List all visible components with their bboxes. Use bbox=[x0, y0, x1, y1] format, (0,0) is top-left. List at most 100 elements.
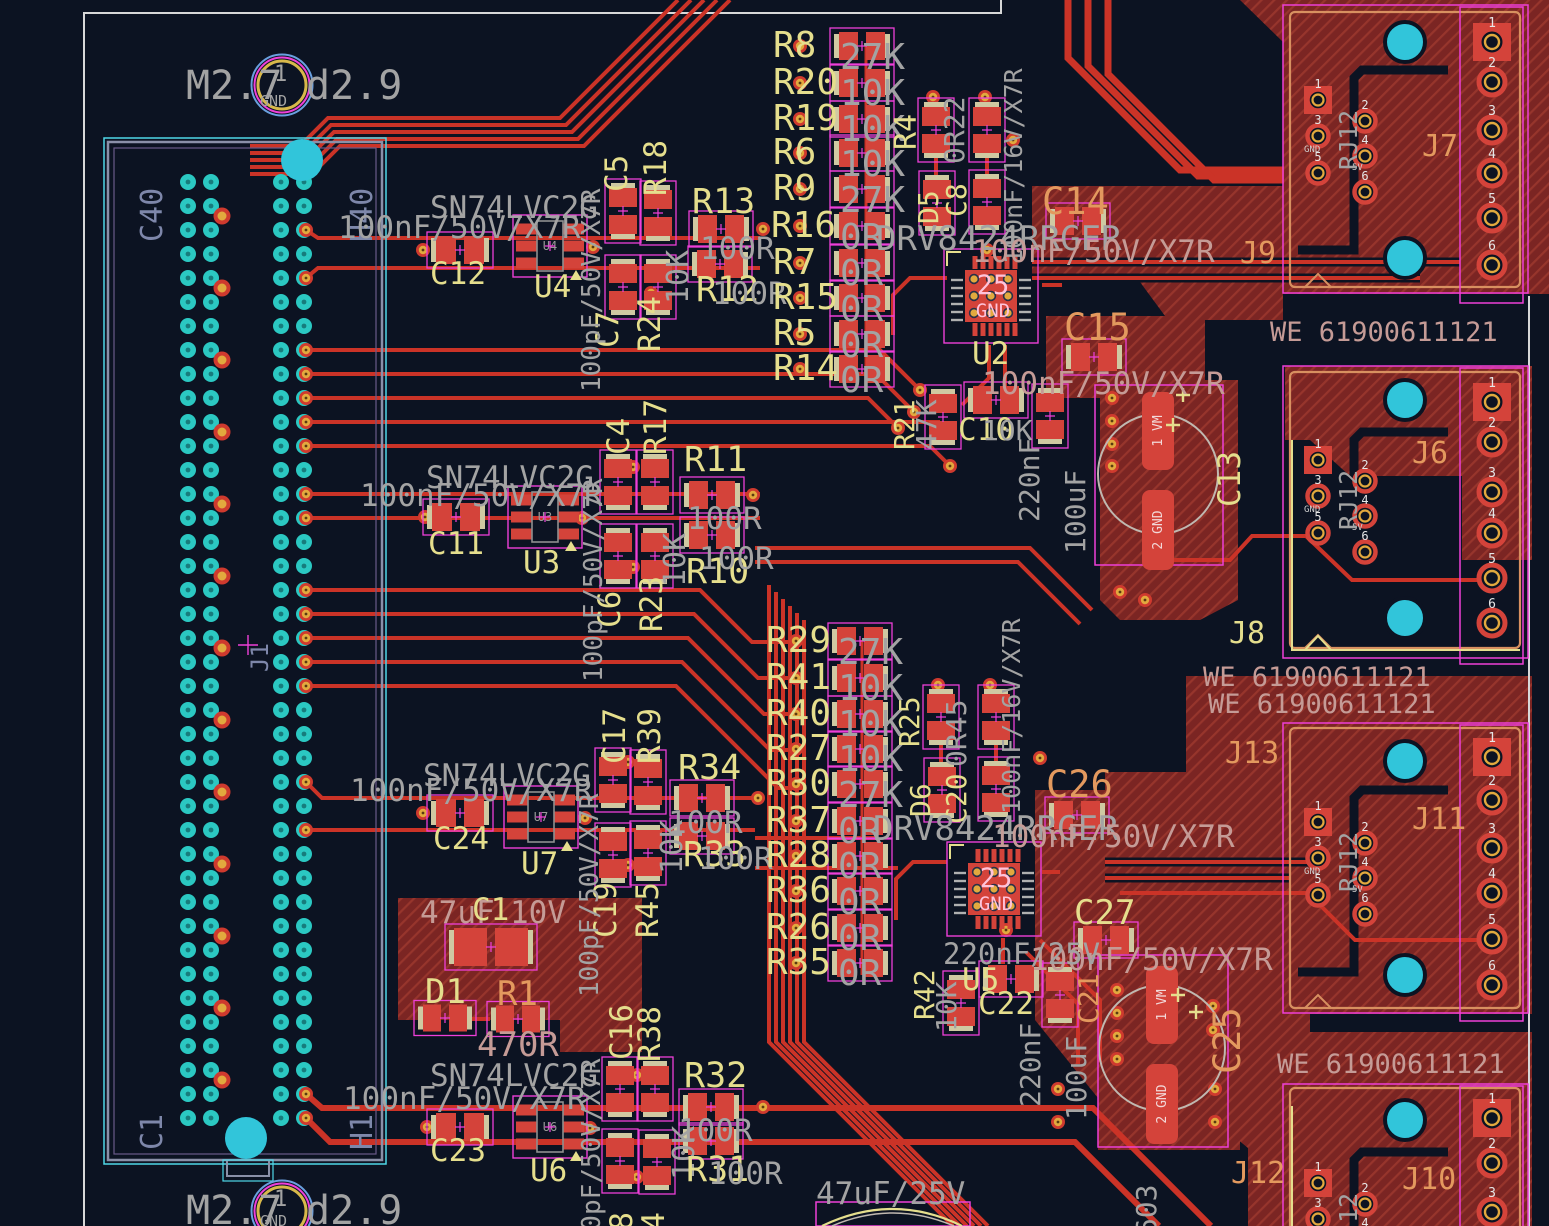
silkscreen-label[interactable]: R23 bbox=[634, 576, 670, 632]
silkscreen-label[interactable]: C23 bbox=[430, 1133, 486, 1169]
fab-text[interactable]: 27K bbox=[840, 180, 905, 221]
silkscreen-label[interactable]: R24 bbox=[632, 296, 668, 352]
via[interactable] bbox=[789, 921, 803, 935]
copper-trace[interactable] bbox=[306, 396, 900, 430]
copper-text[interactable]: 100nF/50V/X7R bbox=[992, 819, 1235, 855]
via[interactable] bbox=[1206, 999, 1220, 1013]
connector-pad[interactable] bbox=[180, 846, 196, 862]
connector-label[interactable]: J1 bbox=[246, 643, 274, 672]
silkscreen-label[interactable]: R35 bbox=[766, 942, 831, 983]
fab-text[interactable]: 10K bbox=[840, 109, 905, 150]
silkscreen-label[interactable]: C18 bbox=[604, 1212, 640, 1226]
jack-pin[interactable] bbox=[1305, 1170, 1331, 1196]
silkscreen-label[interactable]: C24 bbox=[433, 821, 489, 857]
via[interactable] bbox=[1113, 585, 1127, 599]
fab-text[interactable]: 1 bbox=[274, 1187, 287, 1212]
via[interactable] bbox=[299, 1111, 313, 1125]
silkscreen-label[interactable]: R13 bbox=[692, 182, 755, 222]
connector-pad[interactable] bbox=[296, 462, 312, 478]
jack-pin[interactable] bbox=[1352, 865, 1378, 891]
fab-text[interactable]: 0R bbox=[838, 846, 882, 887]
via[interactable] bbox=[789, 634, 803, 648]
connector-pad[interactable] bbox=[296, 990, 312, 1006]
via[interactable] bbox=[793, 327, 807, 341]
jack-pin[interactable] bbox=[1476, 202, 1508, 234]
connector-pad[interactable] bbox=[273, 414, 289, 430]
smd-component[interactable] bbox=[604, 178, 642, 244]
via[interactable] bbox=[793, 362, 807, 376]
smd-component[interactable] bbox=[963, 381, 1029, 419]
via[interactable] bbox=[299, 391, 313, 405]
via[interactable] bbox=[793, 39, 807, 53]
copper-text[interactable]: WE 61900611121 bbox=[1277, 1049, 1505, 1080]
silkscreen-label[interactable]: J11 bbox=[1412, 802, 1466, 837]
fab-text[interactable]: RJ12 bbox=[1334, 832, 1363, 892]
via[interactable] bbox=[299, 655, 313, 669]
copper-trace[interactable] bbox=[894, 860, 947, 920]
silkscreen-label[interactable]: R6 bbox=[773, 132, 816, 173]
smd-component[interactable] bbox=[678, 1122, 744, 1160]
connector-pad[interactable] bbox=[180, 486, 196, 502]
jack-pin[interactable] bbox=[1476, 877, 1508, 909]
fab-text[interactable]: SN74LVC2G bbox=[430, 1058, 598, 1094]
jack-pin[interactable] bbox=[1352, 1191, 1378, 1217]
electrolytic-capacitor[interactable]: 1 VM2 GND bbox=[1097, 954, 1229, 1148]
connector-pad[interactable] bbox=[180, 294, 196, 310]
silkscreen-label[interactable]: U2 bbox=[972, 336, 1009, 372]
silkscreen-label[interactable]: R34 bbox=[678, 748, 741, 788]
jack-pin[interactable] bbox=[1305, 87, 1331, 113]
jack-pin[interactable] bbox=[1476, 114, 1508, 146]
jack-pin[interactable] bbox=[1476, 26, 1508, 58]
connector-pad[interactable] bbox=[180, 822, 196, 838]
fab-text[interactable]: 10K bbox=[982, 414, 1033, 447]
connector-pad[interactable] bbox=[273, 318, 289, 334]
copper-text[interactable]: 470R bbox=[477, 1025, 559, 1065]
fab-text[interactable]: 10K bbox=[838, 668, 903, 709]
connector-pad[interactable] bbox=[273, 486, 289, 502]
via[interactable] bbox=[793, 76, 807, 90]
fab-text[interactable]: 100R bbox=[708, 1156, 783, 1192]
smd-component[interactable] bbox=[827, 730, 893, 768]
via[interactable] bbox=[907, 405, 921, 419]
connector-pad[interactable] bbox=[203, 246, 219, 262]
fab-text[interactable]: 100pF/50V/X7R bbox=[575, 793, 605, 997]
via[interactable] bbox=[789, 814, 803, 828]
connector-pad[interactable] bbox=[296, 726, 312, 742]
jack-pin[interactable] bbox=[1305, 1206, 1331, 1226]
smd-component[interactable] bbox=[636, 449, 674, 515]
connector-pad[interactable] bbox=[296, 966, 312, 982]
ic-sot23-6[interactable]: U3 bbox=[507, 485, 583, 551]
connector-pad[interactable] bbox=[273, 678, 289, 694]
smd-component[interactable] bbox=[629, 820, 667, 886]
smd-component[interactable] bbox=[829, 279, 895, 317]
via[interactable] bbox=[299, 823, 313, 837]
jack-pin[interactable] bbox=[1352, 901, 1378, 927]
fab-text[interactable]: 10K bbox=[840, 144, 905, 185]
silkscreen-label[interactable]: C26 bbox=[1046, 763, 1113, 806]
fab-text[interactable]: 10K bbox=[838, 739, 903, 780]
smd-component[interactable] bbox=[968, 169, 1006, 235]
smd-component[interactable] bbox=[1031, 383, 1069, 449]
fab-text[interactable]: 0R bbox=[840, 289, 884, 330]
fab-text[interactable]: 10K bbox=[930, 981, 963, 1032]
mounting-hole[interactable] bbox=[250, 1179, 314, 1226]
connector-pad[interactable] bbox=[203, 894, 219, 910]
smd-component[interactable] bbox=[638, 1129, 676, 1195]
connector-pad[interactable] bbox=[203, 630, 219, 646]
via[interactable] bbox=[751, 791, 765, 805]
smd-component[interactable] bbox=[917, 97, 955, 163]
fab-text[interactable]: GND bbox=[260, 92, 287, 110]
smd-component[interactable] bbox=[639, 254, 677, 320]
smd-component[interactable] bbox=[688, 210, 754, 248]
jack-pin[interactable] bbox=[1305, 809, 1331, 835]
connector-pad[interactable] bbox=[203, 1086, 219, 1102]
silkscreen-label[interactable]: R38 bbox=[632, 1006, 668, 1062]
connector-pad[interactable] bbox=[203, 174, 219, 190]
via[interactable] bbox=[943, 459, 957, 473]
copper-trace[interactable] bbox=[1064, 0, 1284, 174]
smd-component[interactable] bbox=[679, 516, 745, 554]
silkscreen-label[interactable]: C17 bbox=[597, 708, 633, 764]
connector-pad[interactable] bbox=[273, 606, 289, 622]
